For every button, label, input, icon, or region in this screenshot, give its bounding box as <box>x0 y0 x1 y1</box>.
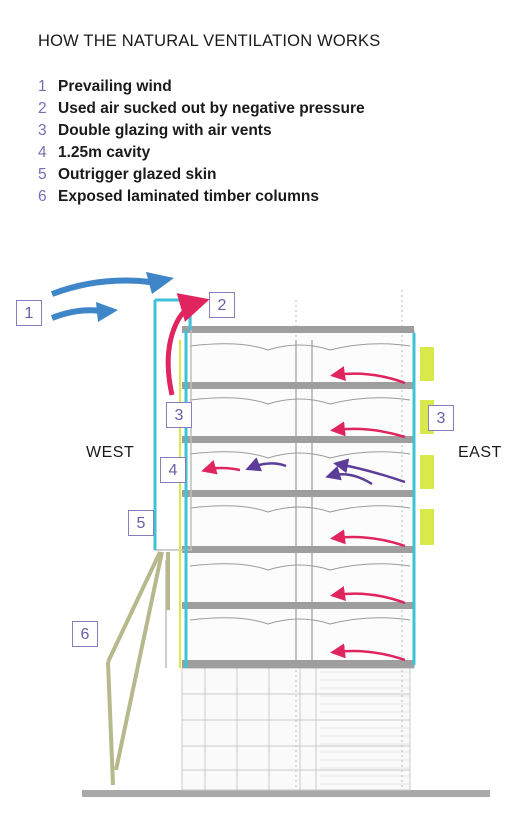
outrigger-skin <box>153 298 192 668</box>
callout-2: 2 <box>209 292 235 318</box>
callout-1: 1 <box>16 300 42 326</box>
wind-arrow-upper-head <box>146 272 174 294</box>
callout-3-west: 3 <box>166 402 192 428</box>
callout-4: 4 <box>160 457 186 483</box>
diagram-title: HOW THE NATURAL VENTILATION WORKS <box>38 32 381 50</box>
east-vents <box>420 347 434 545</box>
wind-arrow-upper <box>50 277 151 297</box>
ground-slab <box>82 790 490 797</box>
wind-arrow-lower-head <box>96 302 118 322</box>
mesh-screen <box>320 671 410 785</box>
callout-6: 6 <box>72 621 98 647</box>
room-airflow-arrows <box>201 366 406 662</box>
floor-slabs <box>182 326 414 668</box>
callout-3-east: 3 <box>428 405 454 431</box>
east-label: EAST <box>458 444 502 461</box>
wind-arrow-lower <box>50 307 101 321</box>
callout-5: 5 <box>128 510 154 536</box>
lower-floors <box>181 667 411 791</box>
west-label: WEST <box>86 444 135 461</box>
timber-columns <box>106 551 170 786</box>
exhaust-arrow <box>165 293 210 396</box>
